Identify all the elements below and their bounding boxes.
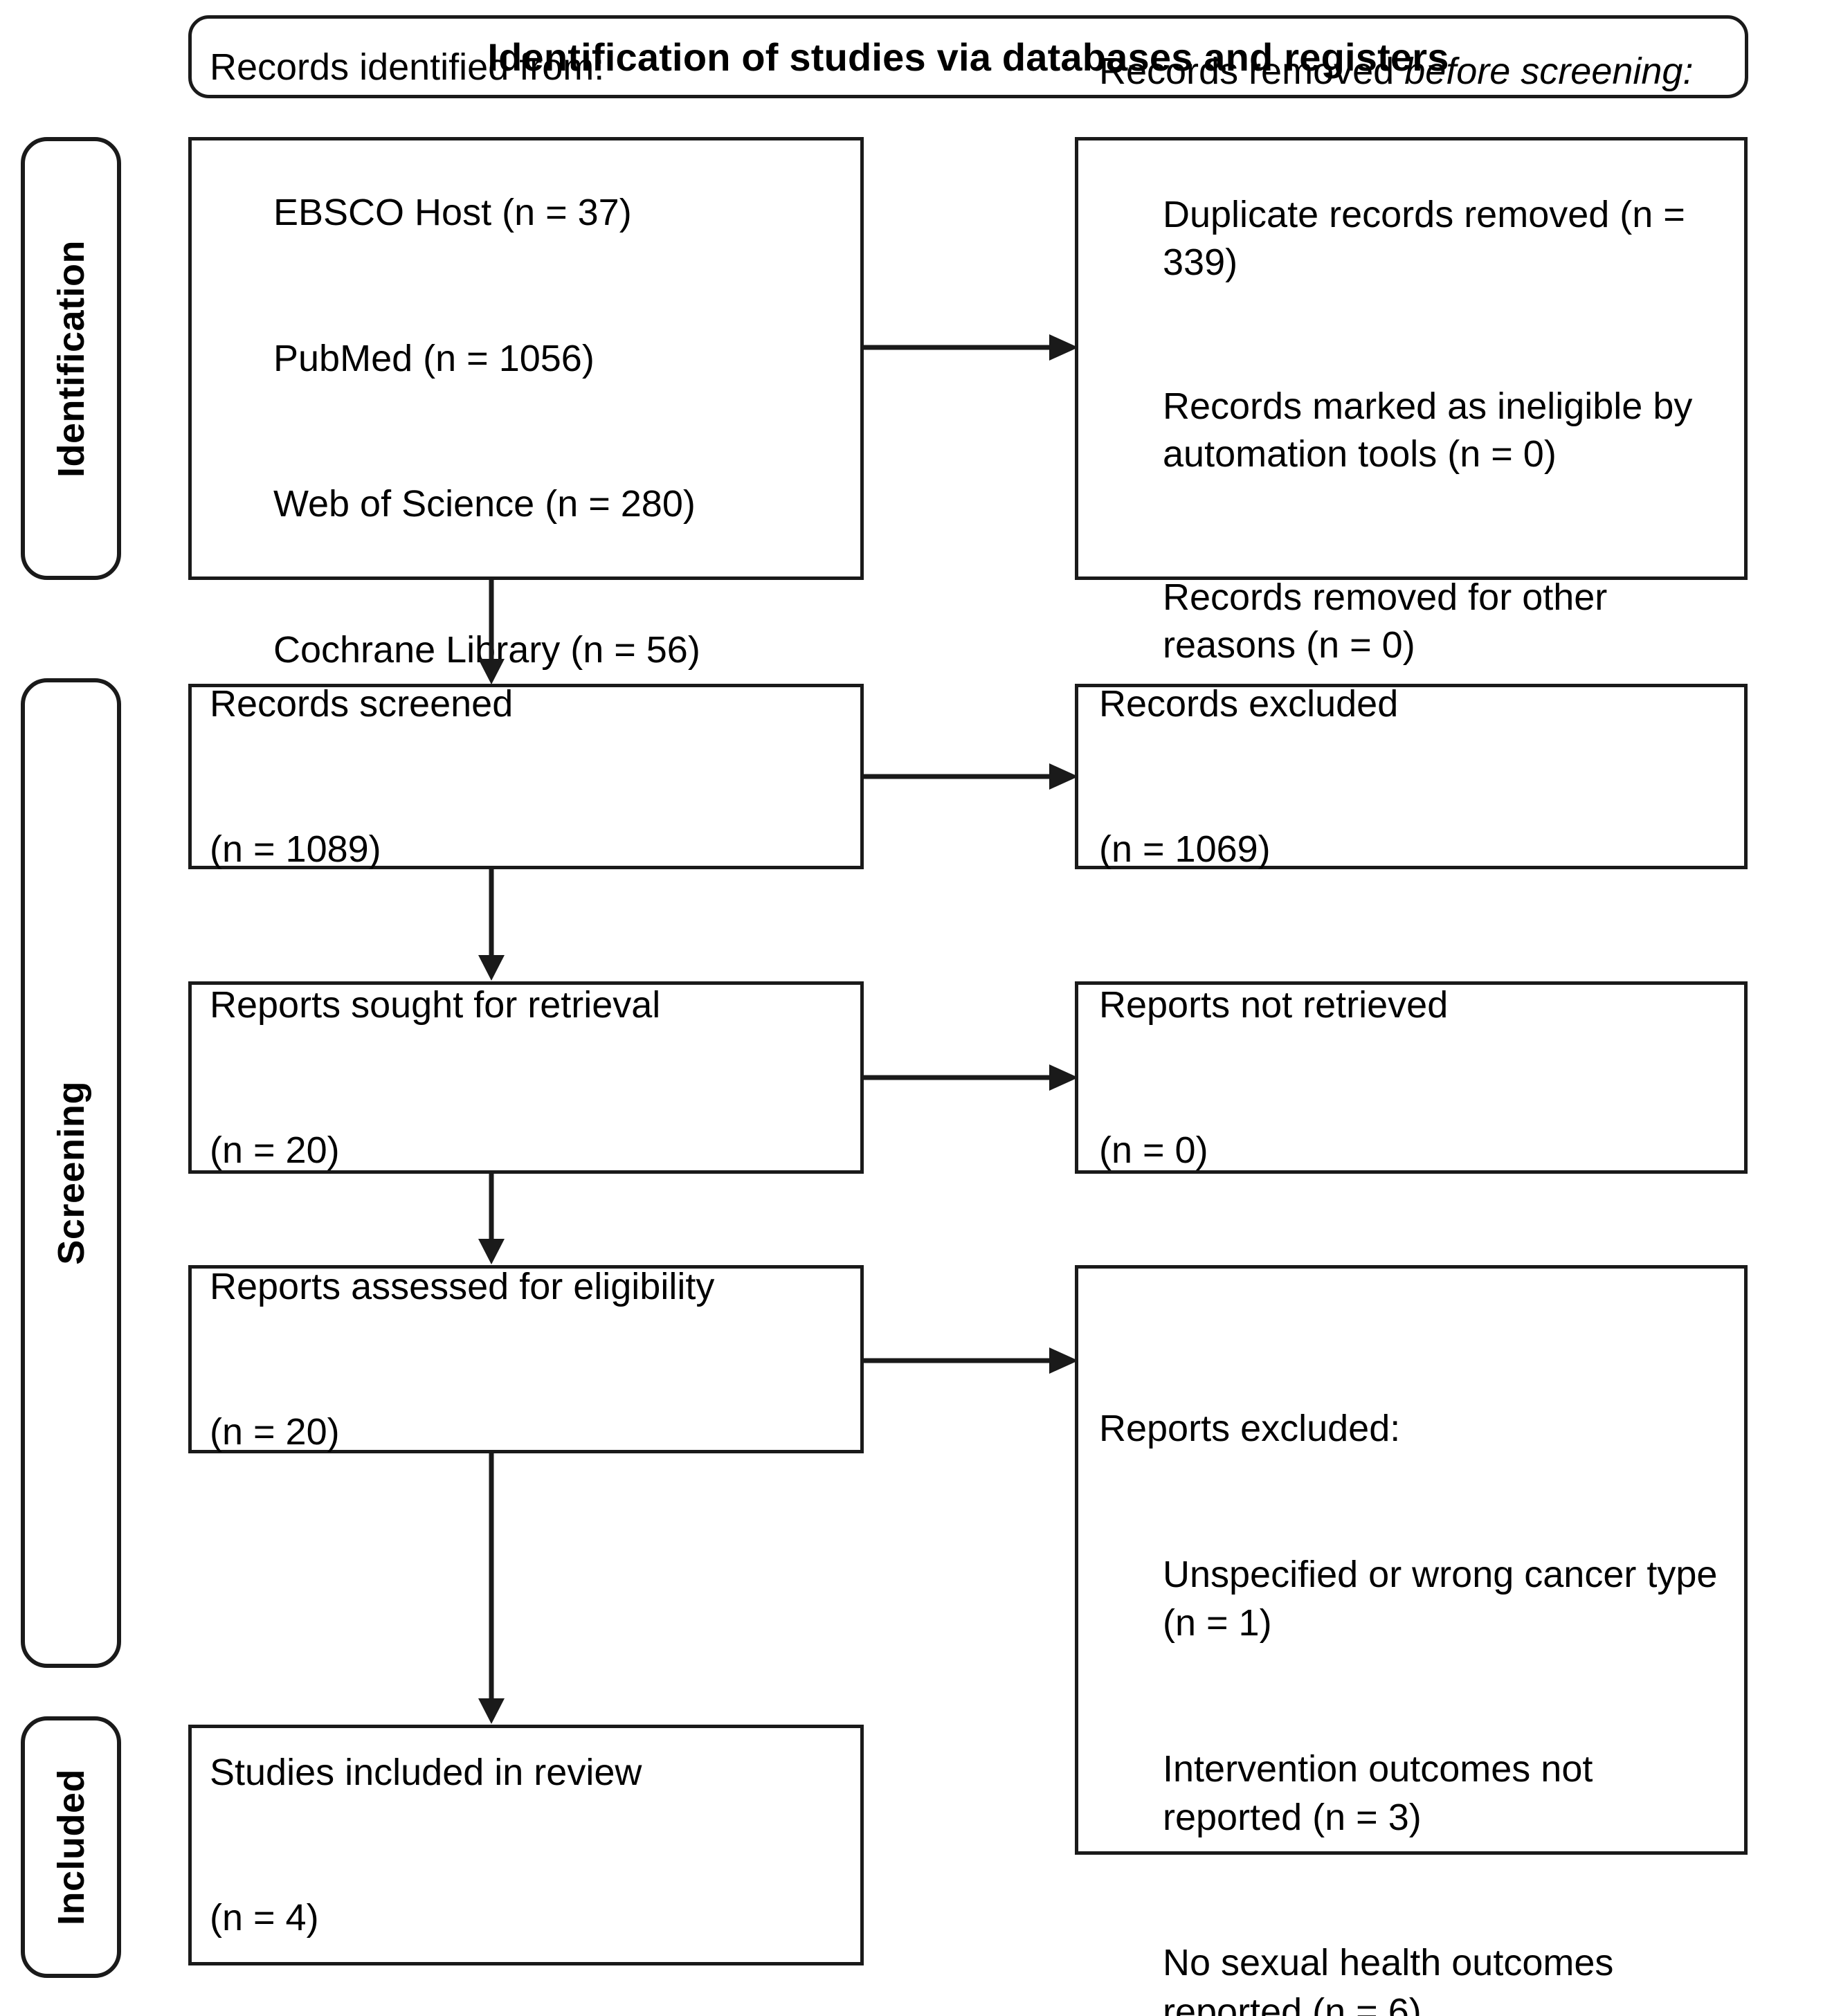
arrow-identified-to-removed bbox=[864, 332, 1080, 363]
records-identified-lead: Records identified from: bbox=[210, 46, 605, 88]
phase-label-identification: Identification bbox=[21, 137, 121, 580]
box-records-identified: Records identified from: EBSCO Host (n =… bbox=[188, 46, 864, 671]
diagram-header: Identification of studies via databases … bbox=[188, 15, 1748, 98]
records-removed-lead-italic: before screening bbox=[1404, 50, 1683, 92]
records-screened-label: Records screened bbox=[210, 682, 514, 725]
records-removed-lead-plain: Records removed bbox=[1099, 50, 1405, 92]
arrow-screened-to-excluded bbox=[864, 761, 1080, 792]
box-reports-sought-text: Reports sought for retrieval (n = 20) bbox=[210, 883, 842, 1272]
arrow-assessed-to-included bbox=[476, 1453, 507, 1725]
box-records-removed-text: Records removed before screening: Duplic… bbox=[1099, 0, 1723, 765]
reports-not-retrieved-label: Reports not retrieved bbox=[1099, 983, 1449, 1026]
records-excluded-label: Records excluded bbox=[1099, 682, 1399, 725]
reports-excluded-reason: Intervention outcomes not reported (n = … bbox=[1163, 1747, 1604, 1838]
reports-sought-label: Reports sought for retrieval bbox=[210, 983, 661, 1026]
records-removed-reason: Records removed for other reasons (n = 0… bbox=[1163, 576, 1618, 666]
box-reports-excluded: Reports excluded: Unspecified or wrong c… bbox=[1075, 1265, 1748, 2016]
box-reports-assessed-for-eligibility: Reports assessed for eligibility (n = 20… bbox=[188, 1265, 864, 1453]
records-identified-source: Cochrane Library (n = 56) bbox=[273, 629, 700, 671]
box-records-removed-before-screening: Records removed before screening: Duplic… bbox=[1075, 51, 1748, 666]
arrow-sought-to-not-retrieved bbox=[864, 1062, 1080, 1093]
arrow-sought-to-assessed bbox=[476, 1174, 507, 1265]
diagram-title: Identification of studies via databases … bbox=[487, 35, 1449, 79]
phase-label-text: Identification bbox=[50, 239, 92, 478]
box-studies-included-in-review: Studies included in review (n = 4) bbox=[188, 1725, 864, 1965]
records-removed-reason: Duplicate records removed (n = 339) bbox=[1163, 194, 1696, 284]
reports-assessed-count: (n = 20) bbox=[210, 1411, 340, 1453]
records-identified-source: Web of Science (n = 280) bbox=[273, 483, 696, 525]
reports-excluded-reason: Unspecified or wrong cancer type (n = 1) bbox=[1163, 1553, 1728, 1644]
phase-label-screening: Screening bbox=[21, 678, 121, 1668]
records-identified-source: EBSCO Host (n = 37) bbox=[273, 192, 632, 234]
reports-assessed-label: Reports assessed for eligibility bbox=[210, 1265, 715, 1307]
records-removed-lead-colon: : bbox=[1683, 50, 1694, 92]
reports-not-retrieved-count: (n = 0) bbox=[1099, 1129, 1208, 1172]
records-removed-lead: Records removed before screening: bbox=[1099, 48, 1723, 96]
reports-excluded-lead: Reports excluded: bbox=[1099, 1408, 1401, 1450]
box-records-screened: Records screened (n = 1089) bbox=[188, 683, 864, 870]
records-excluded-count: (n = 1069) bbox=[1099, 828, 1271, 871]
records-removed-reason: Records marked as ineligible by automati… bbox=[1163, 385, 1703, 475]
box-records-excluded-text: Records excluded (n = 1069) bbox=[1099, 582, 1723, 971]
arrow-screened-to-sought bbox=[476, 869, 507, 981]
phase-label-text: Included bbox=[50, 1768, 92, 1925]
studies-included-count: (n = 4) bbox=[210, 1897, 319, 1939]
box-records-excluded: Records excluded (n = 1069) bbox=[1075, 683, 1748, 870]
box-reports-excluded-text: Reports excluded: Unspecified or wrong c… bbox=[1099, 1307, 1723, 2016]
box-reports-not-retrieved: Reports not retrieved (n = 0) bbox=[1075, 981, 1748, 1174]
box-studies-included-text: Studies included in review (n = 4) bbox=[210, 1651, 842, 2016]
records-screened-count: (n = 1089) bbox=[210, 828, 381, 871]
box-records-identified-text: Records identified from: EBSCO Host (n =… bbox=[210, 0, 842, 772]
box-reports-sought-for-retrieval: Reports sought for retrieval (n = 20) bbox=[188, 981, 864, 1174]
records-identified-source: PubMed (n = 1056) bbox=[273, 337, 595, 379]
arrow-assessed-to-reports-excluded bbox=[864, 1345, 1080, 1376]
reports-excluded-reason: No sexual health outcomes reported (n = … bbox=[1163, 1942, 1624, 2016]
box-reports-not-retrieved-text: Reports not retrieved (n = 0) bbox=[1099, 883, 1723, 1272]
arrow-identified-to-screened bbox=[476, 580, 507, 685]
reports-sought-count: (n = 20) bbox=[210, 1129, 340, 1172]
box-reports-assessed-text: Reports assessed for eligibility (n = 20… bbox=[210, 1165, 842, 1554]
phase-label-text: Screening bbox=[50, 1081, 92, 1265]
box-records-screened-text: Records screened (n = 1089) bbox=[210, 582, 842, 971]
phase-label-included: Included bbox=[21, 1716, 121, 1978]
studies-included-label: Studies included in review bbox=[210, 1751, 642, 1793]
